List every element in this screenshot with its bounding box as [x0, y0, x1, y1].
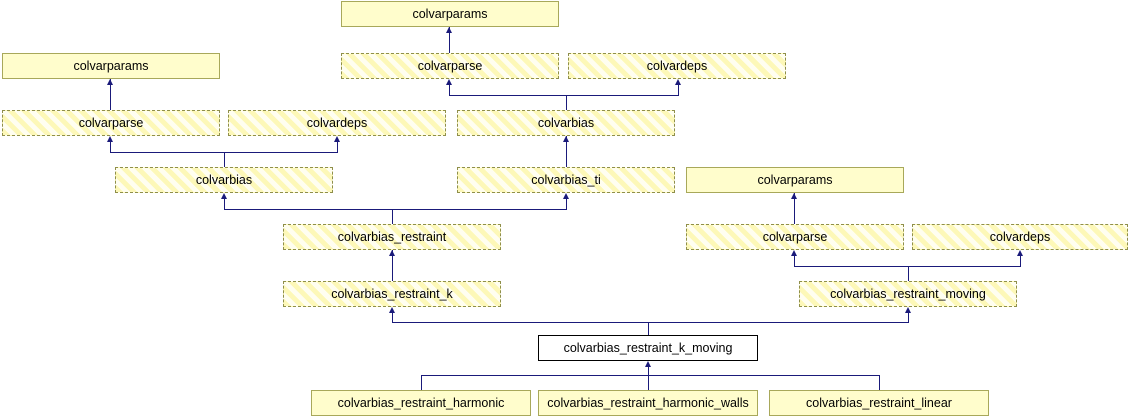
inheritance-arrow — [220, 193, 227, 199]
class-node-colvarparams[interactable]: colvarparams — [686, 167, 904, 193]
inheritance-edge — [421, 375, 422, 391]
inheritance-arrow — [644, 361, 651, 367]
inheritance-edge — [392, 250, 393, 281]
class-node-colvarbias_restraint_harmonic[interactable]: colvarbias_restraint_harmonic — [311, 390, 531, 416]
class-node-colvarbias_restraint[interactable]: colvarbias_restraint — [283, 224, 501, 250]
class-node-colvarbias_restraint_harmonic_walls[interactable]: colvarbias_restraint_harmonic_walls — [538, 390, 758, 416]
class-node-label: colvarbias_restraint_moving — [830, 286, 986, 301]
inheritance-arrow — [790, 250, 797, 256]
inheritance-arrow — [674, 79, 681, 85]
class-node-colvarbias[interactable]: colvarbias — [115, 167, 333, 193]
inheritance-edge — [566, 199, 567, 210]
class-node-colvardeps[interactable]: colvardeps — [568, 53, 786, 79]
class-node-colvardeps[interactable]: colvardeps — [228, 110, 446, 136]
class-node-label: colvarbias_restraint_k_moving — [563, 340, 733, 355]
class-node-colvardeps[interactable]: colvardeps — [912, 224, 1128, 250]
inheritance-arrow — [562, 136, 569, 142]
class-node-colvarparams[interactable]: colvarparams — [2, 53, 220, 79]
class-node-label: colvarparse — [417, 58, 483, 73]
inheritance-edge — [110, 152, 338, 153]
inheritance-edge — [678, 85, 679, 96]
class-node-label: colvarbias — [537, 115, 595, 130]
inheritance-edge — [566, 136, 567, 167]
inheritance-edge — [224, 209, 567, 210]
class-node-label: colvardeps — [306, 115, 368, 130]
inheritance-edge — [224, 199, 225, 210]
class-node-colvarparse[interactable]: colvarparse — [686, 224, 904, 250]
inheritance-edge — [908, 266, 909, 281]
inheritance-edge — [224, 152, 225, 167]
class-node-label: colvarbias — [195, 172, 253, 187]
inheritance-edge — [449, 85, 450, 96]
class-node-label: colvarparse — [78, 115, 144, 130]
inheritance-edge — [449, 27, 450, 53]
inheritance-edge — [648, 375, 649, 391]
inheritance-arrow — [445, 27, 452, 33]
inheritance-arrow — [333, 136, 340, 142]
inheritance-arrow — [106, 79, 113, 85]
class-node-label: colvarbias_restraint_harmonic_walls — [547, 395, 749, 410]
class-node-colvarbias[interactable]: colvarbias — [457, 110, 675, 136]
class-node-label: colvarparams — [757, 172, 833, 187]
inheritance-edge — [794, 266, 1021, 267]
class-node-colvarbias_restraint_moving[interactable]: colvarbias_restraint_moving — [799, 281, 1017, 307]
class-node-colvarparse[interactable]: colvarparse — [341, 53, 559, 79]
class-node-label: colvarparams — [412, 6, 488, 21]
class-node-label: colvarbias_restraint_k — [331, 286, 453, 301]
class-node-colvarparse[interactable]: colvarparse — [2, 110, 220, 136]
inheritance-edge — [794, 193, 795, 224]
inheritance-edge — [908, 313, 909, 323]
inheritance-arrow — [388, 307, 395, 313]
class-node-label: colvarbias_ti — [531, 172, 601, 187]
inheritance-arrow — [904, 307, 911, 313]
inheritance-edge — [337, 142, 338, 153]
class-node-label: colvarparams — [73, 58, 149, 73]
inheritance-edge — [879, 375, 880, 391]
class-node-colvarbias_ti[interactable]: colvarbias_ti — [457, 167, 675, 193]
inheritance-edge — [566, 95, 567, 110]
inheritance-edge — [110, 142, 111, 153]
class-node-colvarbias_restraint_linear[interactable]: colvarbias_restraint_linear — [769, 390, 989, 416]
inheritance-arrow — [106, 136, 113, 142]
inheritance-edge — [392, 313, 393, 323]
inheritance-arrow — [1016, 250, 1023, 256]
class-node-label: colvarbias_restraint_linear — [806, 395, 952, 410]
inheritance-edge — [392, 209, 393, 224]
inheritance-edge — [110, 79, 111, 110]
class-node-label: colvarbias_restraint_harmonic — [337, 395, 505, 410]
inheritance-arrow — [562, 193, 569, 199]
inheritance-edge — [648, 367, 649, 376]
class-node-colvarparams[interactable]: colvarparams — [341, 1, 559, 27]
inheritance-edge — [392, 322, 909, 323]
inheritance-arrow — [388, 250, 395, 256]
class-node-label: colvarparse — [762, 229, 828, 244]
inheritance-edge — [794, 256, 795, 267]
class-node-label: colvardeps — [646, 58, 708, 73]
inheritance-arrow — [445, 79, 452, 85]
class-node-colvarbias_restraint_k[interactable]: colvarbias_restraint_k — [283, 281, 501, 307]
class-node-colvarbias_restraint_k_moving[interactable]: colvarbias_restraint_k_moving — [538, 335, 758, 361]
inheritance-edge — [1020, 256, 1021, 267]
class-node-label: colvarbias_restraint — [337, 229, 447, 244]
class-node-label: colvardeps — [989, 229, 1051, 244]
inheritance-edge — [449, 95, 679, 96]
inheritance-arrow — [790, 193, 797, 199]
inheritance-edge — [648, 322, 649, 335]
inheritance-edge — [421, 375, 879, 376]
